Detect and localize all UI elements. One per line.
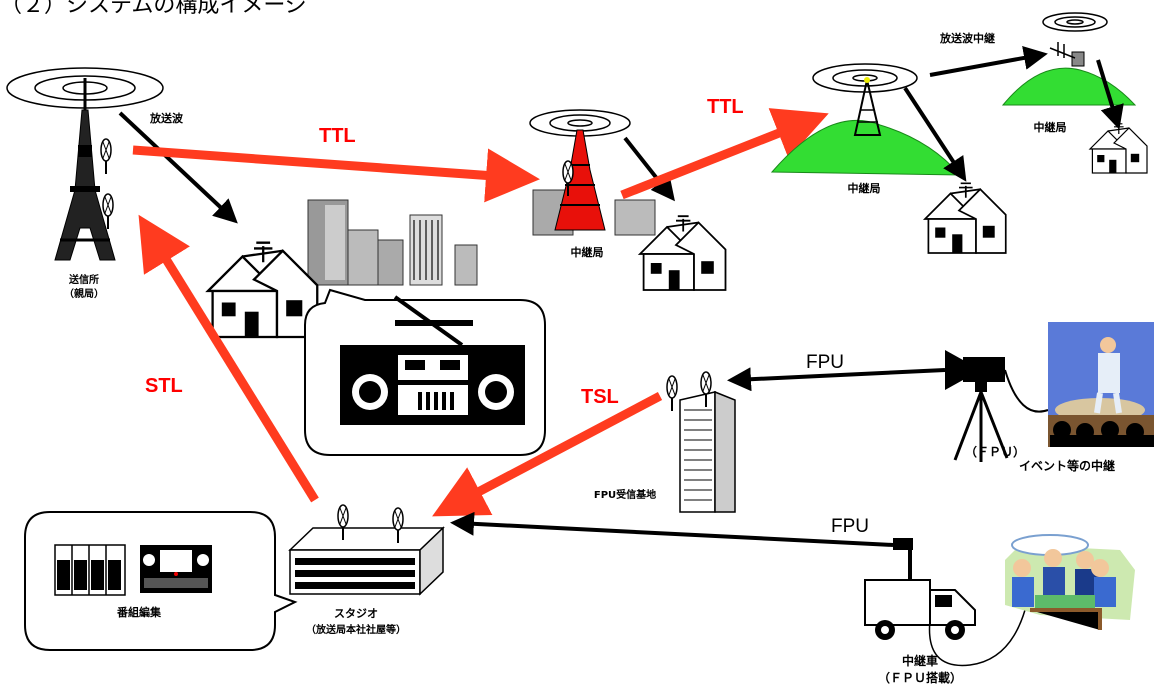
ttl-label-1: TTL — [319, 125, 356, 147]
broadcast-wave-arrow — [120, 113, 232, 218]
ttl-arrow-1 — [133, 150, 522, 178]
event-stage-image — [1048, 322, 1154, 447]
relay-station-label-3: 中継局 — [1034, 120, 1067, 134]
relay-station-label-1: 中継局 — [571, 245, 604, 259]
fpu-label-top: FPU — [806, 352, 844, 373]
relay-car-sub-label: （ＦＰＵ搭載） — [878, 670, 962, 685]
studio-building-icon — [290, 505, 443, 594]
ttl-arrow-2 — [622, 120, 812, 195]
relay-broadcast-label: 放送波中継 — [939, 31, 995, 45]
ttl-label-2: TTL — [707, 96, 744, 118]
stl-label: STL — [145, 375, 183, 397]
fpu-camera-label: （ＦＰＵ） — [965, 444, 1025, 459]
house-icon — [1090, 124, 1147, 173]
event-relay-label: イベント等の中継 — [1019, 458, 1115, 473]
house-icon — [208, 243, 317, 337]
studio-sub-label: （放送局本社社屋等） — [306, 623, 406, 636]
fpu-receiving-building-icon — [667, 372, 735, 512]
broadcast-wave-label: 放送波 — [149, 111, 184, 125]
house-icon — [925, 183, 1006, 253]
relay-car-label: 中継車 — [902, 653, 938, 668]
tsl-label: TSL — [581, 386, 619, 408]
program-editing-label: 番組編集 — [116, 605, 162, 619]
relay-station-label-2: 中継局 — [848, 181, 881, 195]
relay-car-icon — [865, 538, 1025, 665]
transmitter-sub-label: （親局） — [64, 287, 104, 300]
city-buildings-icon — [308, 200, 477, 285]
studio-label: スタジオ — [334, 607, 378, 620]
relay-wave-arrow — [930, 55, 1040, 75]
relay-tower-icon — [530, 110, 655, 235]
fpu-label-bottom: FPU — [831, 516, 869, 537]
page-title: （２）システムの構成イメージ — [0, 0, 307, 18]
fpu-base-label: FPU受信基地 — [594, 488, 656, 501]
fpu-arrow-bottom — [458, 523, 893, 545]
transmitter-label: 送信所 — [68, 273, 99, 286]
hill-relay-station-icon — [772, 64, 960, 175]
news-meeting-image — [1005, 535, 1135, 630]
transmitter-tower-icon — [7, 68, 163, 260]
